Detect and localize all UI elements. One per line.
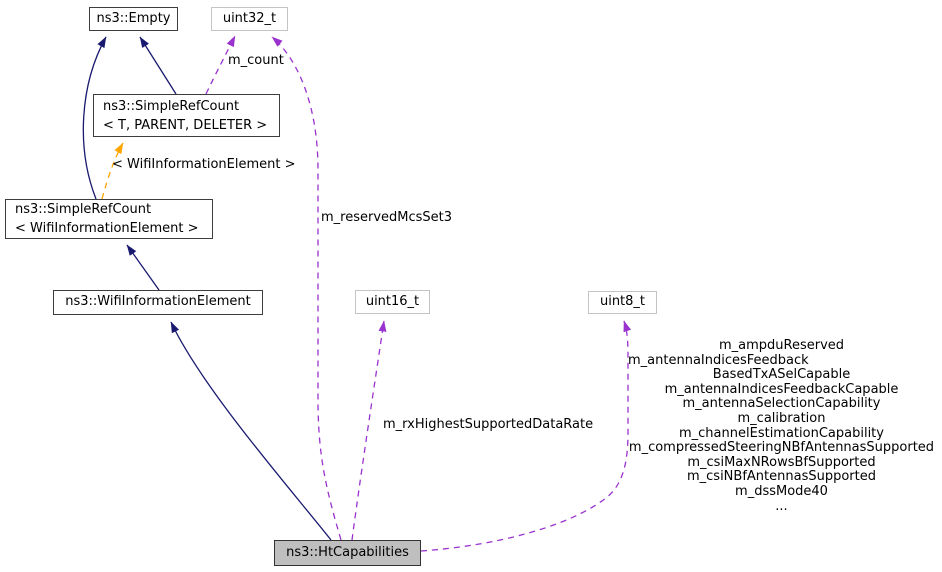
- template-edge-simplerefcount-instantiation: [101, 142, 124, 200]
- node-simplerefcount-template[interactable]: ns3::SimpleRefCount < T, PARENT, DELETER…: [93, 94, 280, 137]
- member-line: m_ampduReserved: [718, 338, 845, 353]
- node-uint32-t: uint32_t: [211, 7, 288, 31]
- usage-edge-uint8-members: [420, 320, 632, 552]
- member-line: m_antennaSelectionCapability: [682, 396, 881, 412]
- node-uint8-t-label: uint8_t: [599, 294, 646, 310]
- node-wifiinformationelement[interactable]: ns3::WifiInformationElement: [53, 290, 263, 315]
- node-uint8-t: uint8_t: [588, 291, 657, 314]
- member-line: ...: [775, 498, 788, 514]
- node-htcapabilities-label: ns3::HtCapabilities: [286, 544, 409, 560]
- member-line: m_csiNBfAntennasSupported: [686, 469, 876, 485]
- edge-label-uint8-member-list: m_ampduReserved m_antennaIndicesFeedback…: [628, 338, 935, 514]
- usage-edge-m-count: [205, 35, 236, 95]
- inheritance-edge-simplerefcount-template-to-empty: [139, 36, 177, 95]
- usage-edge-m-rxhighestsupporteddatarate: [351, 320, 387, 541]
- member-line: m_compressedSteeringNBfAntennasSupported: [628, 440, 935, 456]
- node-ns3-empty[interactable]: ns3::Empty: [89, 7, 178, 31]
- node-simplerefcount-template-line2: < T, PARENT, DELETER >: [103, 117, 268, 133]
- node-ns3-empty-label: ns3::Empty: [96, 10, 171, 26]
- member-line: m_antennaIndicesFeedback: [628, 352, 809, 368]
- member-line: m_dssMode40: [735, 483, 828, 499]
- edge-label-m-rxhighestsupporteddatarate: m_rxHighestSupportedDataRate: [383, 417, 594, 432]
- node-wifiinformationelement-label: ns3::WifiInformationElement: [65, 294, 251, 310]
- inheritance-edge-htcapabilities-to-wifiinformationelement: [170, 321, 332, 541]
- member-line: m_calibration: [737, 410, 826, 426]
- edge-label-template-args: < WifiInformationElement >: [112, 157, 296, 172]
- node-simplerefcount-wie-line2: < WifiInformationElement >: [15, 221, 199, 236]
- node-uint16-t: uint16_t: [355, 290, 430, 314]
- node-simplerefcount-template-line1: ns3::SimpleRefCount: [103, 98, 240, 114]
- member-line: BasedTxASelCapable: [712, 367, 851, 383]
- inheritance-edge-wifiinformationelement-to-simplerefcount: [126, 244, 160, 291]
- edge-label-m-count: m_count: [228, 53, 284, 68]
- node-simplerefcount-wie-line1: ns3::SimpleRefCount: [15, 202, 152, 217]
- edge-label-m-reservedmcsset3: m_reservedMcsSet3: [321, 210, 453, 225]
- node-simplerefcount-wifiinformationelement[interactable]: ns3::SimpleRefCount < WifiInformationEle…: [5, 199, 213, 239]
- member-line: m_csiMaxNRowsBfSupported: [687, 454, 876, 470]
- node-htcapabilities-current: ns3::HtCapabilities: [274, 540, 421, 566]
- member-line: m_channelEstimationCapability: [679, 425, 884, 441]
- node-uint16-t-label: uint16_t: [365, 293, 420, 309]
- member-line: m_antennaIndicesFeedbackCapable: [664, 381, 899, 397]
- node-uint32-t-label: uint32_t: [222, 10, 277, 26]
- usage-edge-m-reservedmcsset3: [271, 36, 342, 541]
- inheritance-edge-simplerefcount-wie-to-empty: [82, 36, 107, 200]
